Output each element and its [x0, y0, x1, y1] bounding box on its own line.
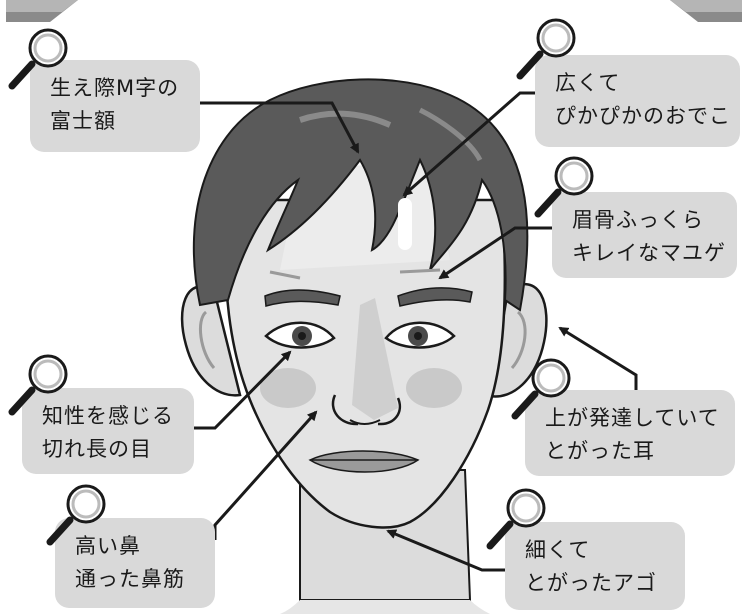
callout-ear-line2: とがった耳: [545, 439, 655, 463]
magnifier-icon: [486, 488, 546, 550]
callout-hairline-line1: 生え際M字の: [50, 76, 180, 100]
magnifier-icon: [516, 18, 576, 80]
forehead-highlight: [398, 198, 412, 250]
callout-nose: 高い鼻 通った鼻筋: [55, 518, 215, 608]
mouth: [308, 450, 420, 473]
arrow-forehead: [402, 91, 535, 197]
callout-eyes-line2: 切れ長の目: [42, 437, 152, 461]
magnifier-icon: [46, 484, 106, 546]
magnifier-icon: [8, 354, 68, 416]
callout-nose-line2: 通った鼻筋: [75, 567, 185, 591]
magnifier-icon: [8, 28, 68, 90]
ear-right: [488, 282, 548, 398]
callout-brow-line2: キレイなマユゲ: [572, 241, 726, 265]
eyebrow-left: [264, 289, 341, 307]
callout-chin: 細くて とがったアゴ: [505, 522, 685, 610]
arrow-hairline: [200, 101, 360, 154]
arrow-ear: [558, 326, 638, 390]
callout-hairline-line2: 富士額: [50, 109, 116, 133]
callout-eyes: 知性を感じる 切れ長の目: [22, 388, 194, 474]
magnifier-icon: [534, 156, 594, 218]
callout-nose-line1: 高い鼻: [75, 534, 141, 558]
callout-forehead-line2: ぴかぴかのおでこ: [555, 104, 731, 128]
arrow-brow: [438, 226, 552, 280]
nose: [331, 394, 402, 426]
callout-hairline: 生え際M字の 富士額: [30, 60, 200, 152]
callout-brow: 眉骨ふっくら キレイなマユゲ: [552, 192, 737, 278]
callout-ear: 上が発達していて とがった耳: [525, 390, 735, 476]
corner-right-decoration: [670, 0, 742, 22]
callout-eyes-line1: 知性を感じる: [42, 404, 174, 428]
callout-ear-line1: 上が発達していて: [545, 406, 720, 430]
callout-chin-line2: とがったアゴ: [525, 571, 657, 595]
callout-forehead: 広くて ぴかぴかのおでこ: [535, 55, 740, 147]
eyebrow-right: [397, 287, 473, 307]
corner-left-decoration: [6, 0, 78, 22]
arrow-eyes: [194, 350, 292, 430]
hair: [192, 78, 529, 312]
arrow-nose: [213, 410, 318, 540]
callout-chin-line1: 細くて: [525, 538, 591, 562]
arrow-chin: [386, 529, 505, 572]
ear-left: [180, 285, 242, 397]
magnifier-icon: [511, 358, 571, 420]
callout-brow-line1: 眉骨ふっくら: [572, 208, 704, 232]
callout-forehead-line1: 広くて: [555, 71, 621, 95]
